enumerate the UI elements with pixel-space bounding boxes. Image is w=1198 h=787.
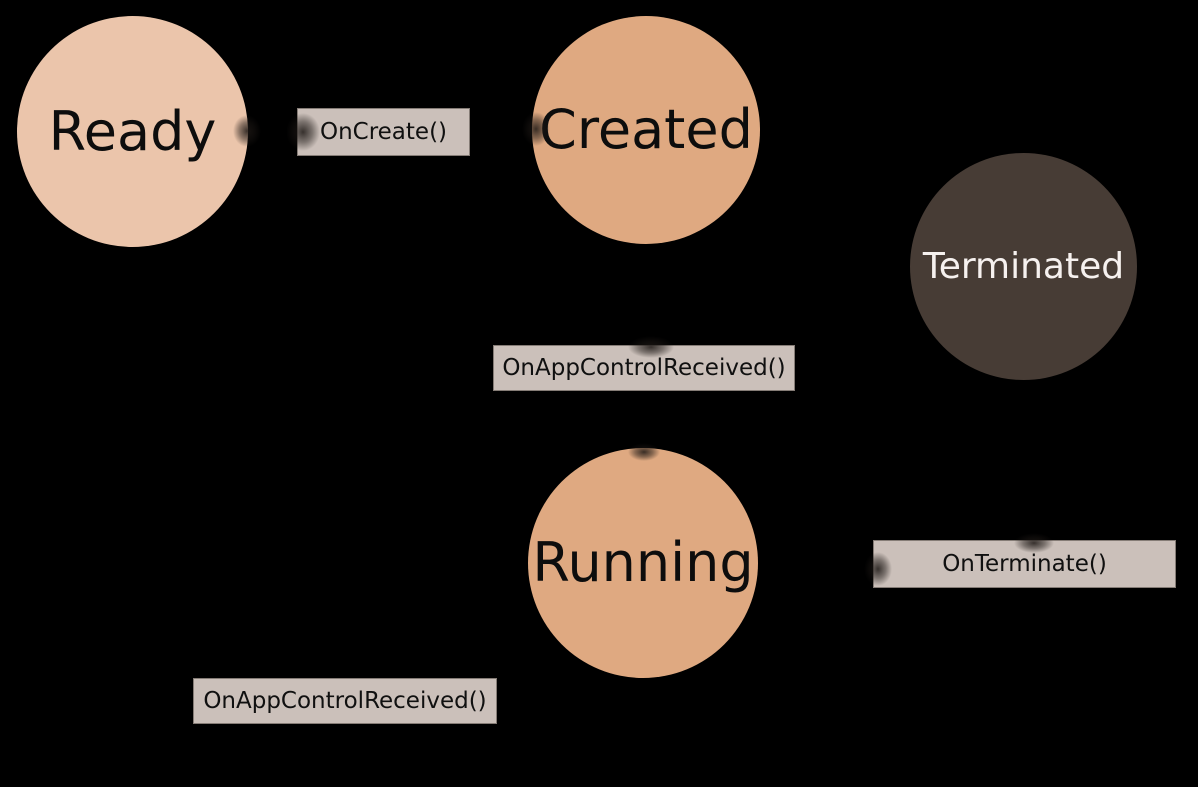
state-created-label: Created — [539, 98, 753, 161]
transition-label-oncreate: OnCreate() — [297, 108, 470, 156]
transition-label-onterminate: OnTerminate() — [873, 540, 1176, 588]
state-created: Created — [532, 16, 760, 244]
transition-label-oncreate-text: OnCreate() — [319, 119, 448, 145]
transition-label-onappcontrolreceived-top: OnAppControlReceived() — [493, 345, 795, 391]
transition-label-onappcontrolreceived-bottom: OnAppControlReceived() — [193, 678, 497, 724]
state-terminated: Terminated — [910, 153, 1137, 380]
state-running-label: Running — [532, 531, 754, 594]
transition-label-onappcontrolreceived-bottom-text: OnAppControlReceived() — [203, 688, 487, 714]
transition-label-onterminate-text: OnTerminate() — [942, 551, 1107, 577]
state-terminated-label: Terminated — [922, 245, 1125, 287]
state-ready: Ready — [17, 16, 248, 247]
transition-label-onappcontrolreceived-top-text: OnAppControlReceived() — [502, 355, 786, 381]
state-running: Running — [528, 448, 758, 678]
state-ready-label: Ready — [48, 99, 217, 163]
